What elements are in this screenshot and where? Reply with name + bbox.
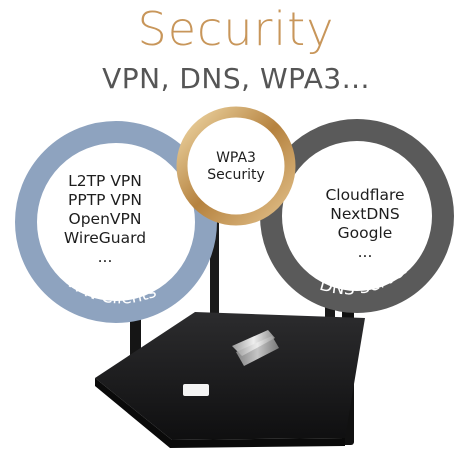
security-line: Security <box>207 167 265 184</box>
vpn-circle: VPN Clients <box>15 121 217 323</box>
vpn-client-list: L2TP VPN PPTP VPN OpenVPN WireGuard ... <box>30 172 180 267</box>
page-subtitle: VPN, DNS, WPA3... <box>102 62 370 95</box>
list-item: Google <box>337 223 393 242</box>
list-item: WireGuard <box>63 228 147 247</box>
list-item: NextDNS <box>330 204 400 223</box>
router-body <box>95 312 365 448</box>
list-item: L2TP VPN <box>68 172 142 190</box>
list-item: Cloudflare <box>325 186 405 204</box>
page-title: Security <box>137 2 335 56</box>
dns-circle: DNS Server <box>260 119 454 313</box>
list-item: PPTP VPN <box>68 190 142 209</box>
list-item: ... <box>357 242 373 261</box>
wpa3-circle <box>176 106 296 226</box>
wpa3-text: WPA3 Security <box>200 150 272 184</box>
brand-badge <box>183 384 209 396</box>
dns-server-list: Cloudflare NextDNS Google ... <box>290 186 440 262</box>
wpa3-line: WPA3 <box>216 150 256 166</box>
list-item: ... <box>97 247 113 266</box>
list-item: OpenVPN <box>68 209 142 228</box>
